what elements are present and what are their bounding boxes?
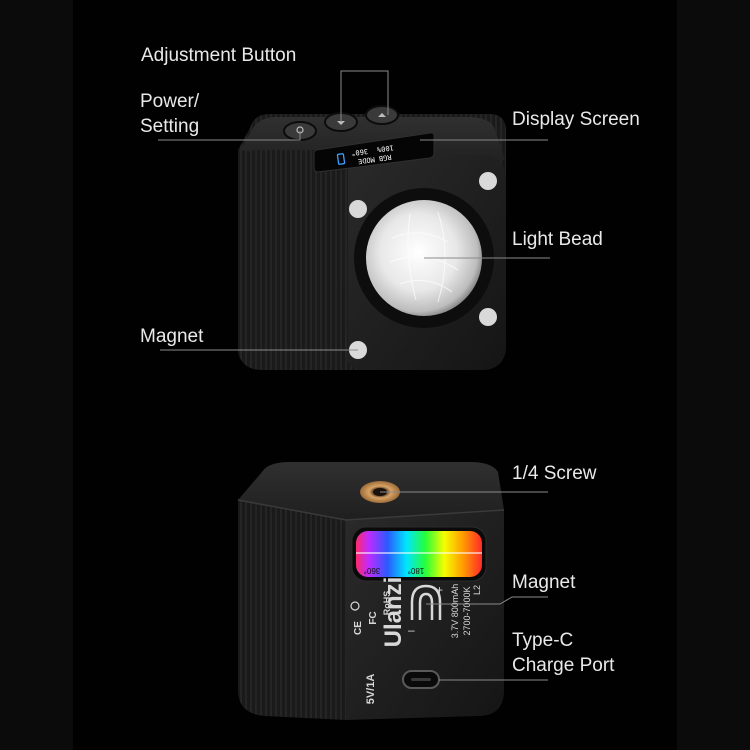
- light-front-view: RGB MODE 360° 100%: [238, 105, 506, 370]
- rgb-light-strip: 360° 180°: [351, 526, 487, 582]
- label-display-screen: Display Screen: [512, 107, 640, 132]
- label-display-screen-text: Display Screen: [512, 109, 640, 130]
- screen-level-text: 100%: [376, 143, 395, 153]
- scale-360-label: 360°: [364, 566, 381, 575]
- ce-mark: CE: [353, 621, 364, 635]
- label-magnet-back-text: Magnet: [512, 572, 576, 593]
- leader-magnet-back: [426, 596, 548, 605]
- port-rating-text: 5V/1A: [365, 674, 377, 705]
- display-screen: RGB MODE 360° 100%: [313, 132, 435, 173]
- rohs-text: RoHS: [382, 591, 392, 616]
- label-power-line-1: Power/: [140, 91, 200, 112]
- type-c-port: [402, 670, 440, 689]
- model-text: L2: [472, 585, 482, 595]
- label-type-c-line-2: Charge Port: [512, 655, 615, 676]
- magnet-icon: [410, 584, 442, 620]
- scale-180-label: 180°: [408, 566, 425, 575]
- battery-spec-text: 3.7V 800mAh: [450, 584, 460, 639]
- label-screw-text: 1/4 Screw: [512, 463, 597, 484]
- plus-mark: +: [436, 583, 443, 597]
- label-type-c-line-1: Type-C: [512, 630, 574, 651]
- back-print: Ulanzi L2 2700-7000K 3.7V 800mAh RoHS FC…: [350, 577, 482, 705]
- minus-mark: –: [408, 623, 415, 637]
- fc-mark: FC: [368, 611, 379, 624]
- adjustment-button-right[interactable]: [365, 105, 399, 125]
- label-magnet-front: Magnet: [140, 324, 203, 349]
- label-adjustment-button: Adjustment Button: [141, 43, 296, 68]
- label-light-bead: Light Bead: [512, 227, 603, 252]
- light-back-view: 360° 180° Ulanzi L2 2700-7000K 3.7V 800m…: [237, 462, 505, 720]
- label-power-line-2: Setting: [140, 116, 200, 137]
- recycle-icon: [350, 601, 360, 611]
- label-screw: 1/4 Screw: [512, 461, 596, 486]
- battery-icon: [336, 153, 346, 165]
- leader-power: [158, 131, 301, 141]
- label-magnet-back: Magnet: [512, 570, 575, 595]
- label-power-setting: Power/ Setting: [140, 89, 199, 139]
- label-light-bead-text: Light Bead: [512, 229, 603, 250]
- brand-logo-text: Ulanzi: [380, 577, 407, 648]
- screen-hue-text: 360°: [351, 147, 369, 157]
- leader-adjustment: [340, 70, 389, 122]
- color-temp-text: 2700-7000K: [462, 586, 472, 635]
- label-adjustment-button-text: Adjustment Button: [141, 45, 297, 66]
- leader-lines: [158, 70, 550, 681]
- label-type-c: Type-C Charge Port: [512, 628, 614, 678]
- label-magnet-front-text: Magnet: [140, 326, 204, 347]
